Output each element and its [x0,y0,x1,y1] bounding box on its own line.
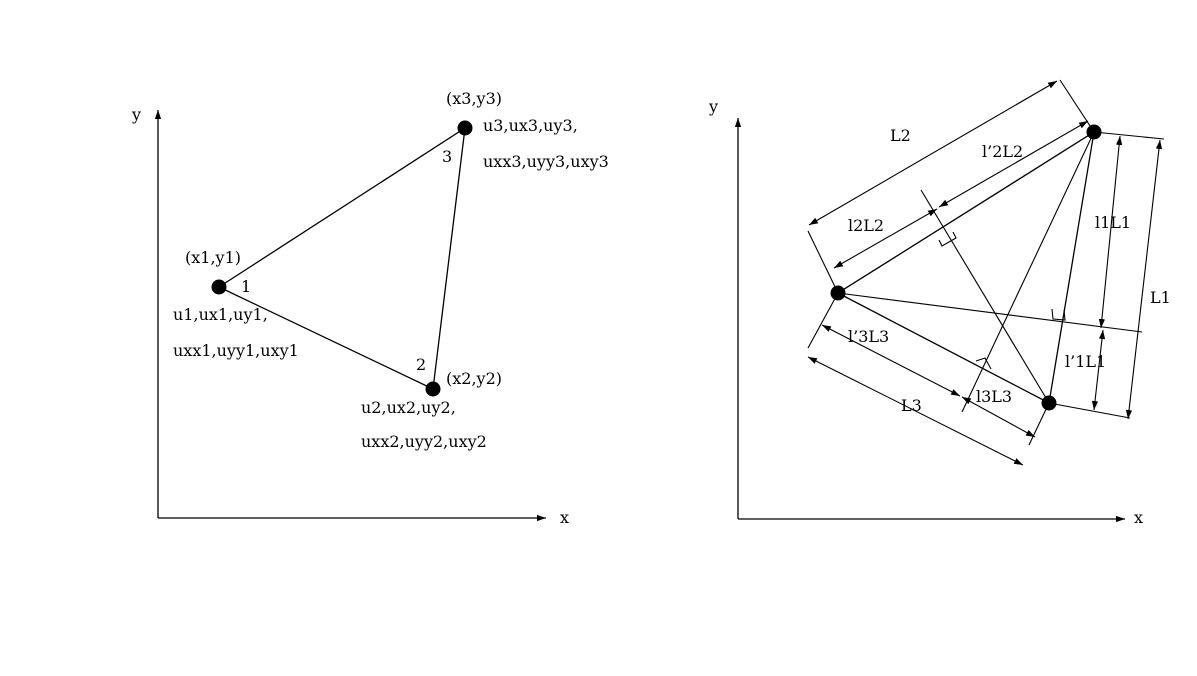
label-lp3L3: l’3L3 [848,327,889,346]
left-y-axis-label: y [131,105,141,124]
label-lp2L2: l’2L2 [982,142,1023,161]
left-x-axis-label: x [560,508,569,527]
triangle-element [217,126,466,390]
label-L3: L3 [901,396,922,415]
node-2 [425,381,441,397]
triangle-element-right [836,130,1095,404]
altitude-from-node-1 [837,292,1143,333]
node-1-coord: (x1,y1) [185,248,241,267]
dimension-L2 [808,80,1058,226]
node-2-dofs-line2: uxx2,uyy2,uxy2 [361,432,487,451]
label-L1: L1 [1150,288,1171,307]
node-1 [211,279,227,295]
right-node-2 [1041,395,1057,411]
label-l2L2: l2L2 [848,216,884,235]
dimension-l3L3 [961,396,1036,438]
extension-line-node1-lower [807,292,839,349]
label-L2: L2 [890,126,911,145]
dimension-l2L2 [833,208,938,269]
node-3-number: 3 [442,147,452,166]
extension-line-node1-upper [807,230,839,294]
label-l3L3: l3L3 [976,387,1012,406]
right-diagram: y x L1 l1L1 l’1L1 [708,79,1171,527]
node-2-coord: (x2,y2) [446,369,502,388]
right-node-3 [1086,124,1102,140]
right-x-axis-label: x [1134,508,1143,527]
node-2-dofs-line1: u2,ux2,uy2, [361,398,456,417]
right-node-1 [830,285,846,301]
dimension-lp1L1 [1091,329,1106,411]
node-1-number: 1 [241,277,251,296]
right-angle-marker-1 [1051,308,1066,321]
altitude-from-node-2 [920,189,1050,404]
dimension-l1L1 [1098,135,1123,329]
label-l1L1: l1L1 [1095,213,1131,232]
node-1-dofs-line2: uxx1,uyy1,uxy1 [173,341,299,360]
extension-line-node2-right [1048,402,1131,419]
extension-line-node2-lower [1028,402,1050,446]
node-2-number: 2 [416,355,426,374]
node-3-coord: (x3,y3) [446,89,502,108]
label-lp1L1: l’1L1 [1065,352,1106,371]
left-diagram: y x (x1,y1) 1 u1,ux1,uy1, uxx1,uyy1,uxy1… [131,89,609,527]
extension-line-node3-right [1093,131,1165,140]
node-3-dofs-line2: uxx3,uyy3,uxy3 [483,152,609,171]
extension-line-node3-upper [1059,79,1095,133]
node-3 [457,120,473,136]
dimension-L1 [1125,139,1163,420]
right-y-axis-label: y [708,97,718,116]
dimension-lp3L3 [821,324,961,397]
node-1-dofs-line1: u1,ux1,uy1, [173,305,268,324]
right-angle-marker-2 [938,231,957,247]
node-3-dofs-line1: u3,ux3,uy3, [483,116,578,135]
dimension-lp2L2 [938,120,1089,208]
